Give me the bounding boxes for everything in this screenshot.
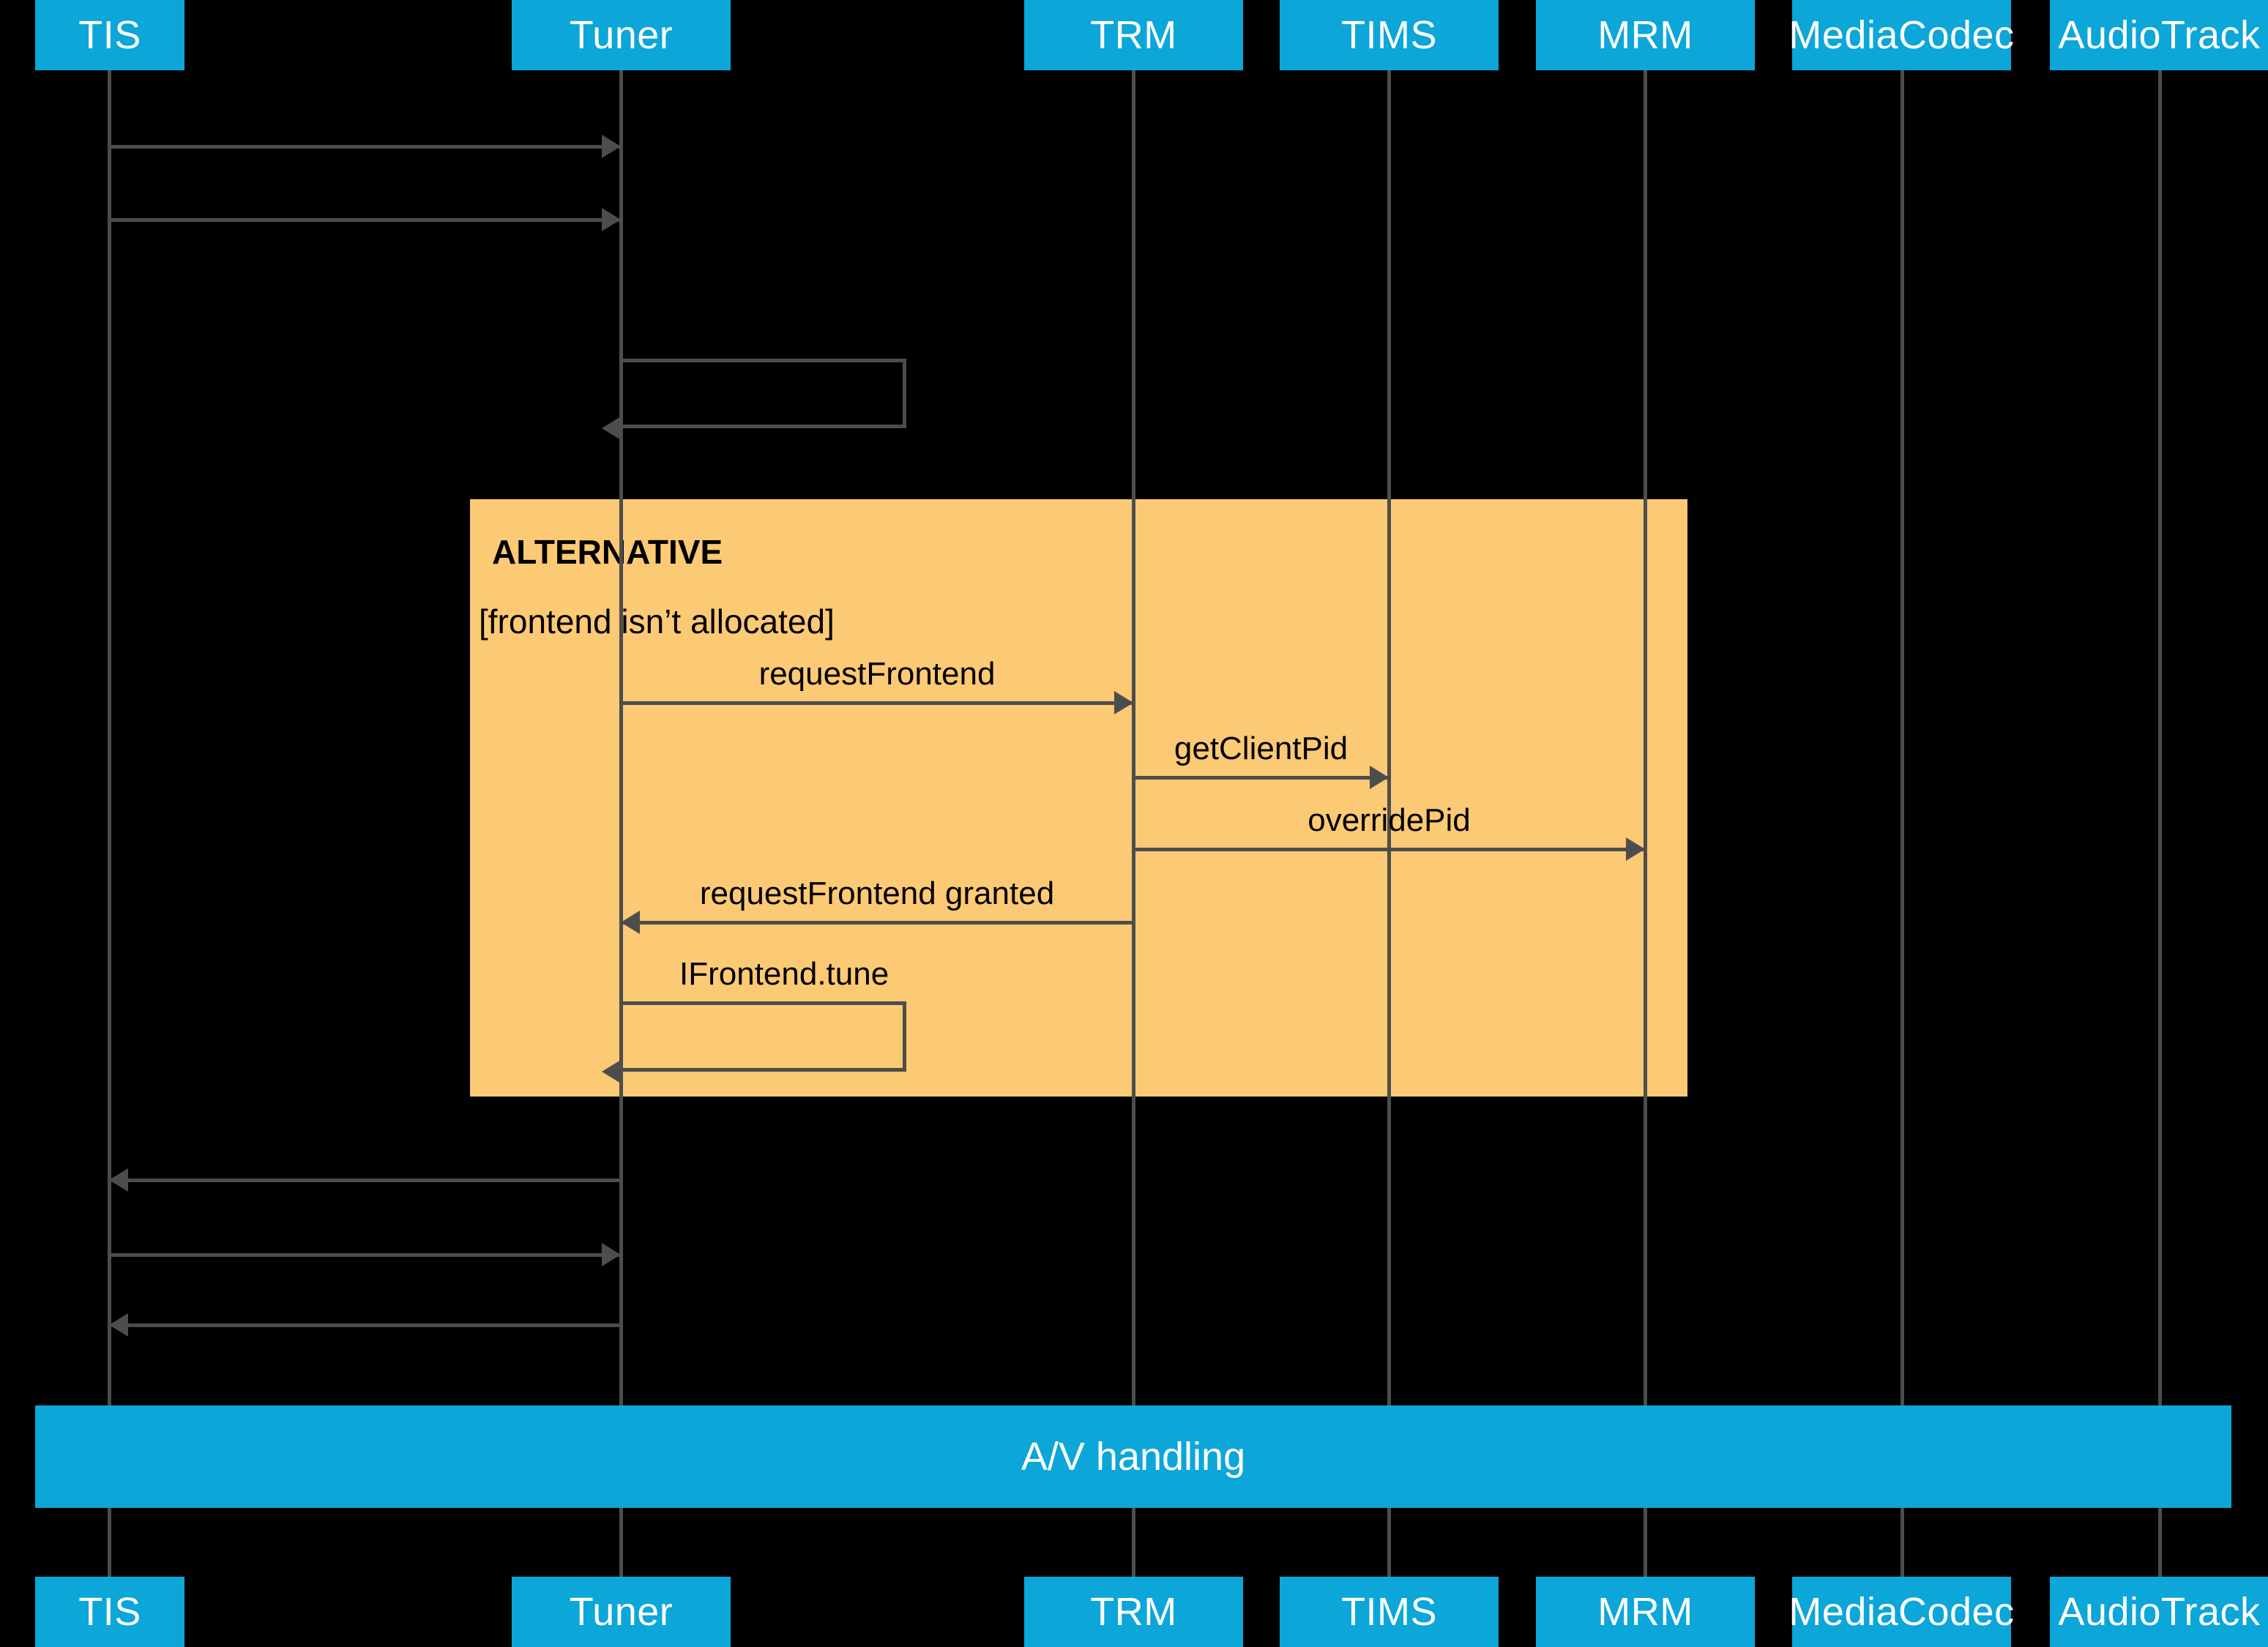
participant-header-tuner[interactable]: Tuner (512, 0, 731, 70)
message-line-m11 (109, 1323, 621, 1327)
participant-label: TIS (78, 13, 141, 57)
participant-footer-tims[interactable]: TIMS (1280, 1577, 1499, 1647)
message-arrowhead-m6 (1626, 837, 1645, 861)
participant-header-trm[interactable]: TRM (1024, 0, 1243, 70)
participant-label: TIS (78, 1590, 141, 1634)
participant-footer-mrm[interactable]: MRM (1536, 1577, 1755, 1647)
message-line-m6 (1133, 848, 1645, 851)
message-arrowhead-m9 (109, 1168, 128, 1192)
alt-fragment-operator-label: ALTERNATIVE (492, 533, 723, 571)
participant-label: Tuner (569, 13, 674, 57)
participant-header-tis[interactable]: TIS (35, 0, 184, 70)
av-handling-ref-bar: A/V handling (35, 1405, 2231, 1508)
message-line-m2 (109, 218, 621, 222)
message-arrowhead-m4 (1114, 691, 1133, 714)
av-handling-label: A/V handling (1021, 1435, 1246, 1479)
participant-footer-audiotrack[interactable]: AudioTrack (2050, 1577, 2268, 1647)
lifeline-overlay-trm (1132, 499, 1135, 1097)
message-label-m8: IFrontend.tune (679, 956, 889, 992)
message-arrowhead-m1 (602, 135, 621, 158)
participant-header-mrm[interactable]: MRM (1536, 0, 1755, 70)
participant-label: MRM (1597, 13, 1693, 57)
message-arrowhead-m7 (621, 911, 640, 934)
message-line-m7 (621, 921, 1133, 925)
lifeline-mediacodec (1900, 70, 1904, 1577)
participant-label: TIMS (1341, 1590, 1437, 1634)
message-line-m1 (109, 145, 621, 149)
alt-fragment-guard-label: [frontend isn’t allocated] (479, 602, 835, 640)
message-label-m5: getClientPid (1174, 731, 1349, 766)
message-line-m10 (109, 1253, 621, 1257)
self-message-m3 (621, 359, 906, 428)
lifeline-overlay-tuner (619, 499, 623, 1097)
alt-fragment (470, 499, 1687, 1097)
participant-label: MediaCodec (1788, 1590, 2015, 1634)
self-message-arrowhead-m3 (602, 417, 621, 440)
participant-header-tims[interactable]: TIMS (1280, 0, 1499, 70)
message-label-m6: overridePid (1308, 802, 1471, 838)
message-arrowhead-m2 (602, 208, 621, 231)
message-arrowhead-m10 (602, 1243, 621, 1266)
message-label-m4: requestFrontend (758, 656, 996, 692)
participant-label: AudioTrack (2058, 1590, 2261, 1634)
participant-label: AudioTrack (2058, 13, 2261, 57)
message-arrowhead-m5 (1370, 766, 1389, 789)
lifeline-audiotrack (2158, 70, 2162, 1577)
participant-header-mediacodec[interactable]: MediaCodec (1788, 0, 2014, 70)
message-line-m4 (621, 701, 1133, 705)
participant-label: MediaCodec (1788, 13, 2015, 57)
participant-label: TIMS (1341, 13, 1437, 57)
message-line-m5 (1133, 776, 1389, 780)
lifeline-overlay-tims (1387, 499, 1391, 1097)
participant-label: Tuner (569, 1590, 674, 1634)
participant-label: TRM (1090, 1590, 1177, 1634)
lifeline-tis (108, 70, 111, 1577)
message-line-m9 (109, 1179, 621, 1182)
participant-footer-trm[interactable]: TRM (1024, 1577, 1243, 1647)
participant-label: MRM (1597, 1590, 1693, 1634)
participant-footer-tuner[interactable]: Tuner (512, 1577, 731, 1647)
participant-header-audiotrack[interactable]: AudioTrack (2050, 0, 2268, 70)
participant-label: TRM (1090, 13, 1177, 57)
lifeline-overlay-mrm (1644, 499, 1647, 1097)
self-message-arrowhead-m8 (602, 1060, 621, 1083)
participant-footer-tis[interactable]: TIS (35, 1577, 184, 1647)
message-label-m7: requestFrontend granted (699, 875, 1055, 911)
message-arrowhead-m11 (109, 1313, 128, 1337)
participant-footer-mediacodec[interactable]: MediaCodec (1788, 1577, 2014, 1647)
self-message-m8 (621, 1001, 906, 1072)
